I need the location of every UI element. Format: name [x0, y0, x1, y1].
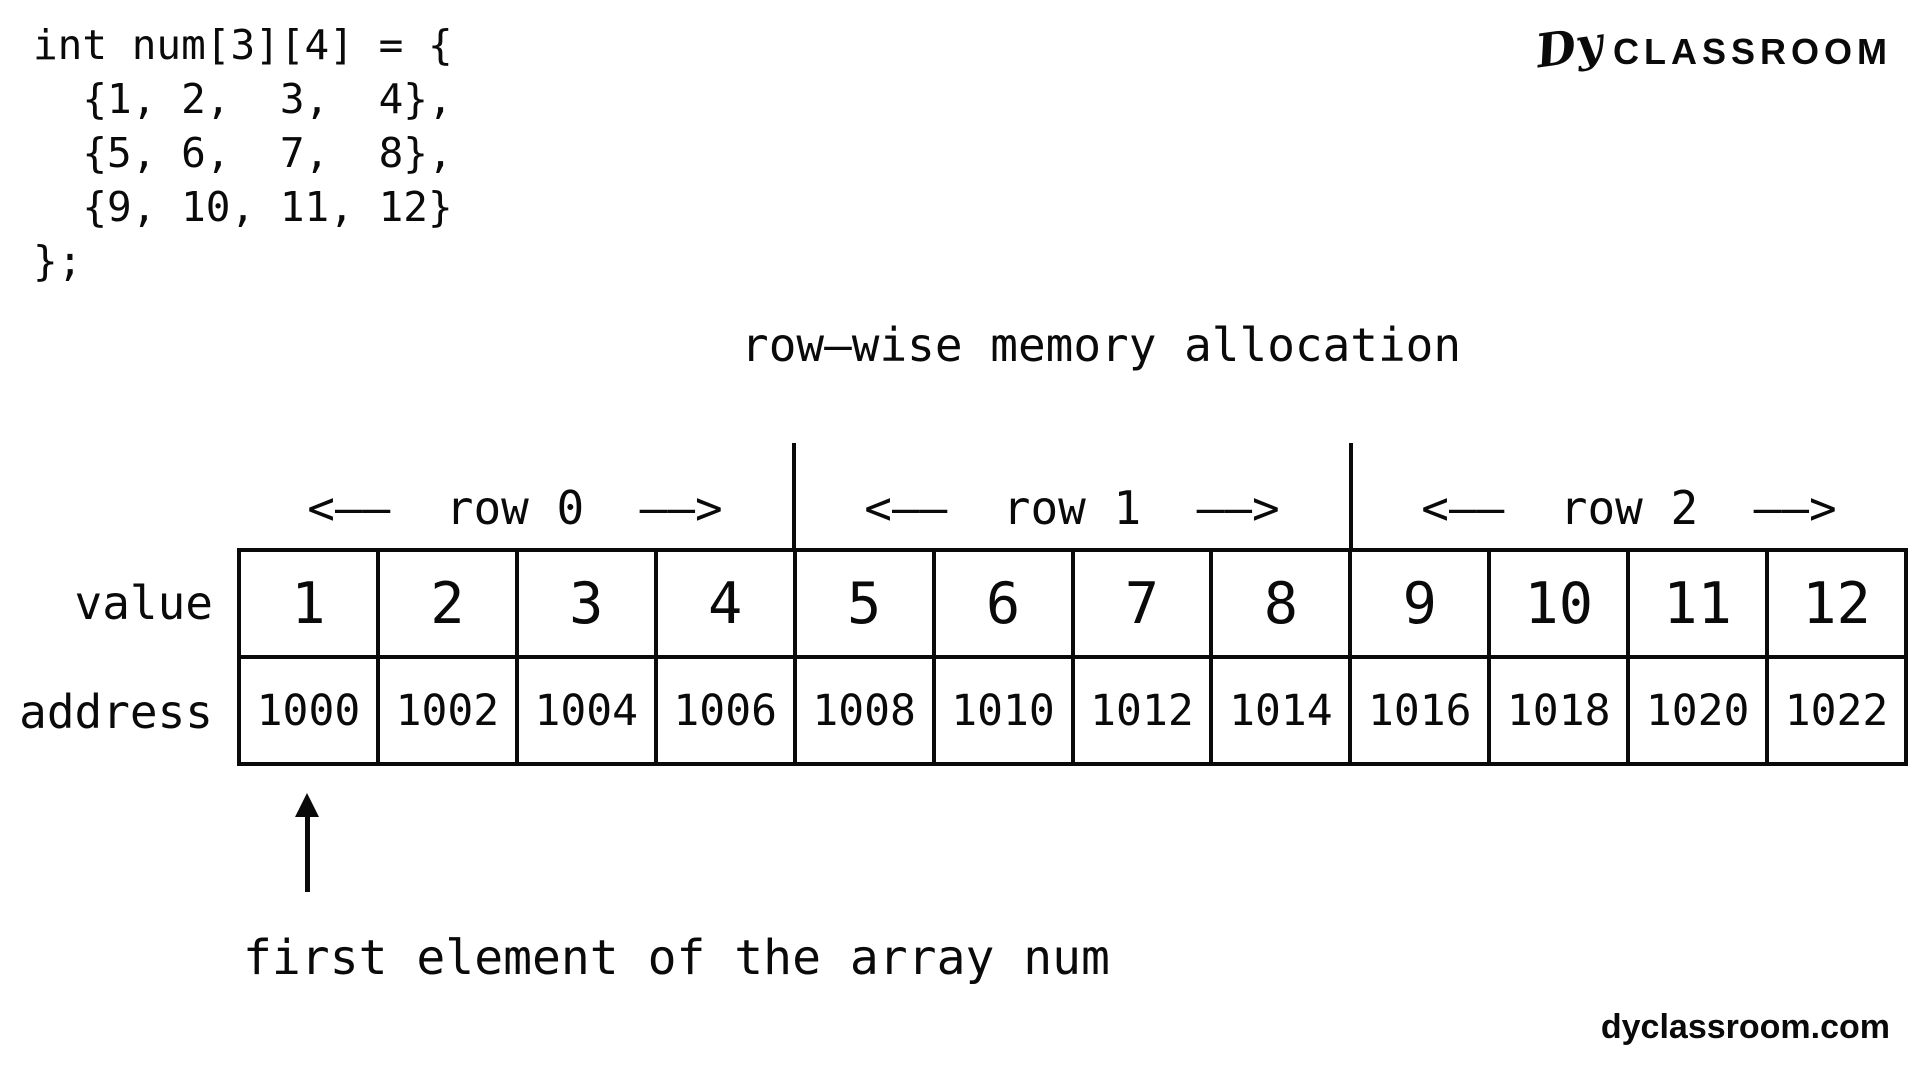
address-cell: 1006	[655, 657, 795, 764]
row-section-divider-1	[792, 443, 796, 552]
row-1-span-label: <—— row 1 ——>	[864, 481, 1280, 535]
memory-table: 1 2 3 4 5 6 7 8 9 10 11 12 1000 1002 100…	[237, 548, 1908, 766]
value-cell: 10	[1489, 550, 1629, 657]
address-cell: 1004	[516, 657, 656, 764]
address-cell: 1012	[1072, 657, 1212, 764]
value-cell: 1	[239, 550, 378, 657]
value-cell: 4	[655, 550, 795, 657]
address-cell: 1022	[1767, 657, 1906, 764]
address-cell: 1010	[933, 657, 1073, 764]
value-cell: 11	[1628, 550, 1768, 657]
value-cell: 8	[1211, 550, 1351, 657]
dyclassroom-logo: Dy CLASSROOM	[1533, 16, 1892, 80]
address-row-header: address	[19, 685, 213, 739]
value-cell: 3	[516, 550, 656, 657]
arrow-shaft	[305, 812, 310, 892]
value-row-header: value	[74, 576, 213, 630]
value-cell: 12	[1767, 550, 1906, 657]
logo-dy-monogram-icon: Dy	[1532, 15, 1607, 79]
address-cell: 1018	[1489, 657, 1629, 764]
value-cell: 7	[1072, 550, 1212, 657]
address-cell: 1002	[377, 657, 517, 764]
address-cell: 1014	[1211, 657, 1351, 764]
address-cell: 1000	[239, 657, 378, 764]
address-cell: 1008	[794, 657, 934, 764]
logo-wordmark: CLASSROOM	[1613, 31, 1892, 72]
address-cell: 1020	[1628, 657, 1768, 764]
row-2-span-label: <—— row 2 ——>	[1421, 481, 1837, 535]
value-cell: 2	[377, 550, 517, 657]
diagram-title: row—wise memory allocation	[741, 318, 1462, 372]
value-cell: 6	[933, 550, 1073, 657]
first-element-caption: first element of the array num	[243, 930, 1110, 986]
value-cell: 5	[794, 550, 934, 657]
value-cell: 9	[1350, 550, 1490, 657]
row-0-span-label: <—— row 0 ——>	[307, 481, 723, 535]
row-section-divider-2	[1349, 443, 1353, 552]
watermark-url: dyclassroom.com	[1600, 1008, 1890, 1046]
address-cell: 1016	[1350, 657, 1490, 764]
c-code-array-declaration: int num[3][4] = { {1, 2, 3, 4}, {5, 6, 7…	[33, 21, 453, 285]
